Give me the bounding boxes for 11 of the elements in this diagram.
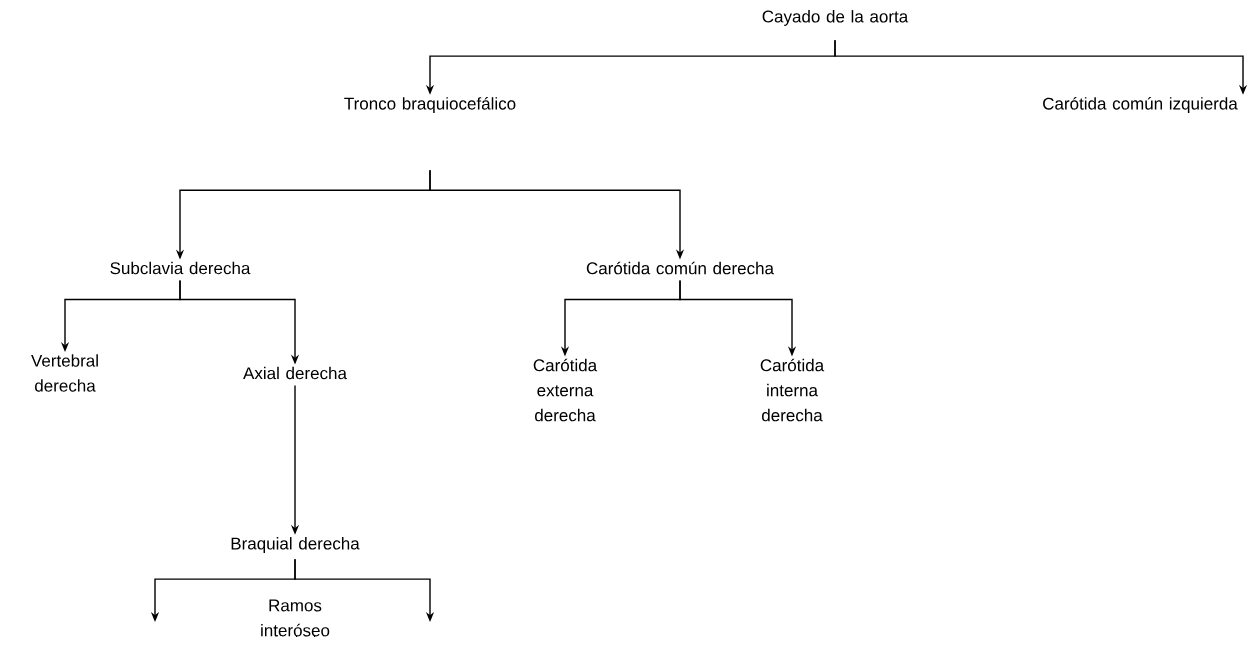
artery-label: Vertebral derecha [31, 354, 98, 392]
artery-label: Carótida común izquierda [1043, 97, 1238, 114]
artery-label: Braquial derecha [231, 537, 360, 553]
artery-label: Carótida común derecha [586, 261, 774, 275]
artery-label: Carótida externa derecha [533, 358, 598, 422]
artery-label: Cayado de la aorta [762, 10, 909, 26]
artery-label: Subclavia derecha [110, 261, 251, 275]
artery-label: Axial derecha [243, 366, 347, 380]
branch-label: Ramos interóseo [261, 599, 330, 637]
artery-label: Tronco braquiocefálico [344, 97, 516, 114]
artery-label: Carótida interna derecha [760, 358, 825, 422]
